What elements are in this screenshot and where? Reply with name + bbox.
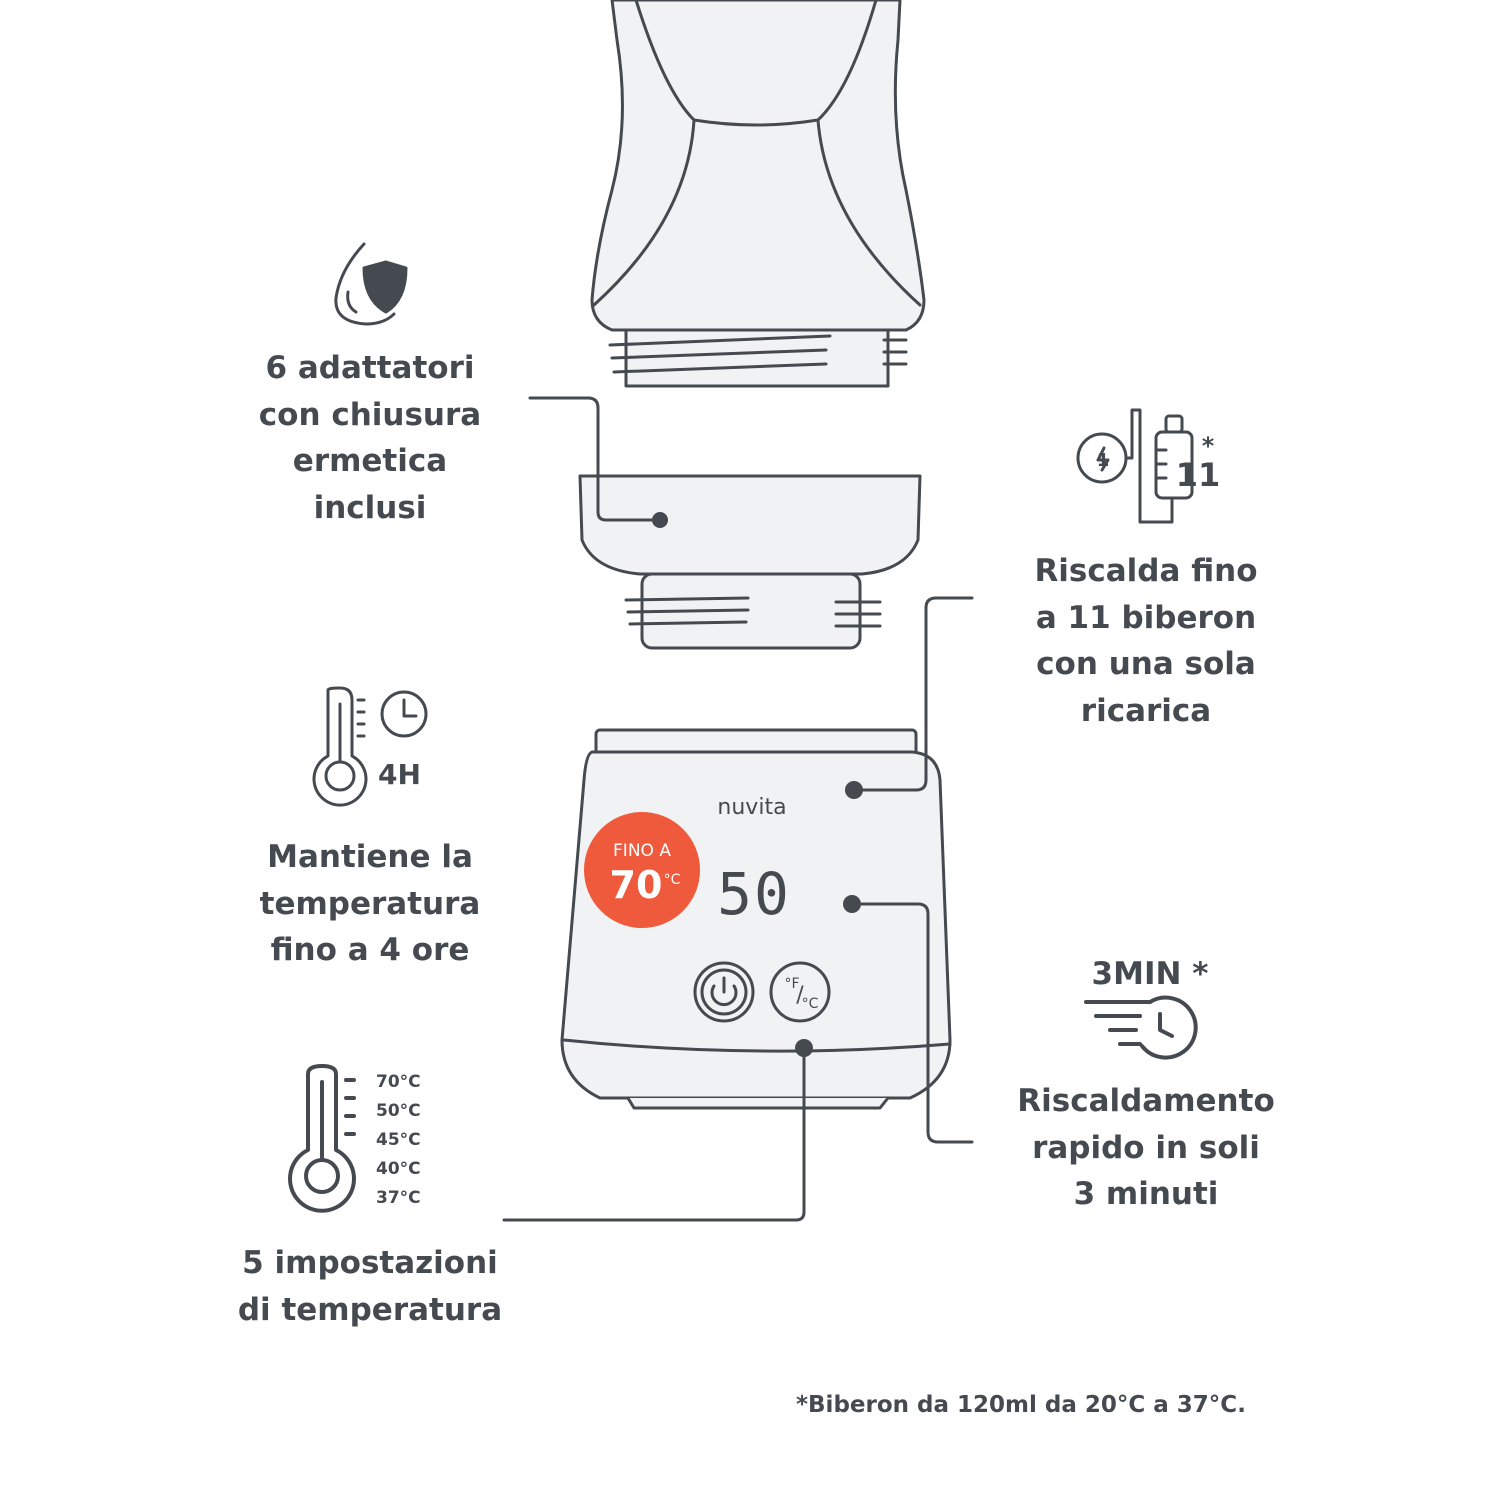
temperature-badge: FINO A 70 °C [584,812,700,928]
temp-setting-3: 45°C [376,1130,421,1150]
thermometer-icon [288,1064,356,1213]
feature-bottles-line-3: con una sola [1036,646,1256,682]
feature-fast-heat-line-1: Riscaldamento [1017,1083,1275,1119]
feature-bottles-label: Riscalda fino a 11 biberon con una sola … [1000,548,1292,734]
temp-setting-2: 50°C [376,1101,421,1121]
fast-heat-time: 3MIN * [1092,956,1209,992]
feature-settings-label: 5 impostazioni di temperatura [210,1240,530,1333]
feature-adapters-line-1: 6 adattatori [265,350,475,386]
feature-fast-heat-line-2: rapido in soli [1032,1129,1260,1166]
temp-setting-1: 70°C [376,1072,421,1092]
feature-keep-warm-line-2: temperatura [259,885,481,922]
badge-circle [584,812,700,928]
temp-setting-4: 40°C [376,1159,421,1179]
unit-toggle-slash: / [796,983,804,1008]
unit-toggle-button[interactable] [769,961,831,1023]
battery-bottle-icon [1076,408,1194,524]
power-button[interactable] [693,961,755,1023]
feature-adapters-label: 6 adattatori con chiusura ermetica inclu… [230,345,510,531]
leader-lines [502,396,974,1222]
badge-unit: °C [664,872,681,888]
feature-settings-line-1: 5 impostazioni [242,1245,498,1281]
unit-toggle-c: °C [802,996,819,1012]
badge-label: FINO A [613,841,671,861]
feature-fast-heat-line-3: 3 minuti [1073,1176,1219,1212]
charge-count: 1 [1097,450,1110,471]
temperature-settings-list: 70°C 50°C 45°C 40°C 37°C [376,1072,421,1208]
feature-adapters-line-2: con chiusura [258,396,482,433]
feature-fast-heat-label: Riscaldamento rapido in soli 3 minuti [996,1078,1296,1218]
brand-logo: nuvita [717,795,786,820]
bottle-count: 11 [1176,456,1221,494]
feature-keep-warm-label: Mantiene la temperatura fino a 4 ore [230,834,510,974]
feature-adapters-line-4: inclusi [313,489,427,526]
keep-warm-hours: 4H [378,758,421,791]
unit-toggle-f: °F [784,976,799,992]
feature-bottles-line-2: a 11 biberon [1035,599,1257,636]
feature-keep-warm-line-3: fino a 4 ore [270,932,470,968]
adapter [578,474,922,650]
drop-shield-icon [334,242,408,326]
temperature-display: 50 [717,860,791,928]
feature-bottles-line-1: Riscalda fino [1034,553,1258,589]
power-icon [710,984,738,1007]
feature-keep-warm-line-1: Mantiene la [267,839,473,875]
feature-adapters-line-3: ermetica [292,443,448,479]
bottle [590,0,926,388]
temp-setting-5: 37°C [376,1188,421,1208]
bottle-count-asterisk: * [1202,432,1215,460]
feature-bottles-line-4: ricarica [1080,692,1212,729]
thermometer-clock-icon [312,686,428,807]
footnote: *Biberon da 120ml da 20°C a 37°C. [796,1392,1246,1418]
fast-clock-icon [1084,995,1198,1060]
feature-settings-line-2: di temperatura [237,1291,503,1328]
badge-value: 70 [610,863,663,907]
